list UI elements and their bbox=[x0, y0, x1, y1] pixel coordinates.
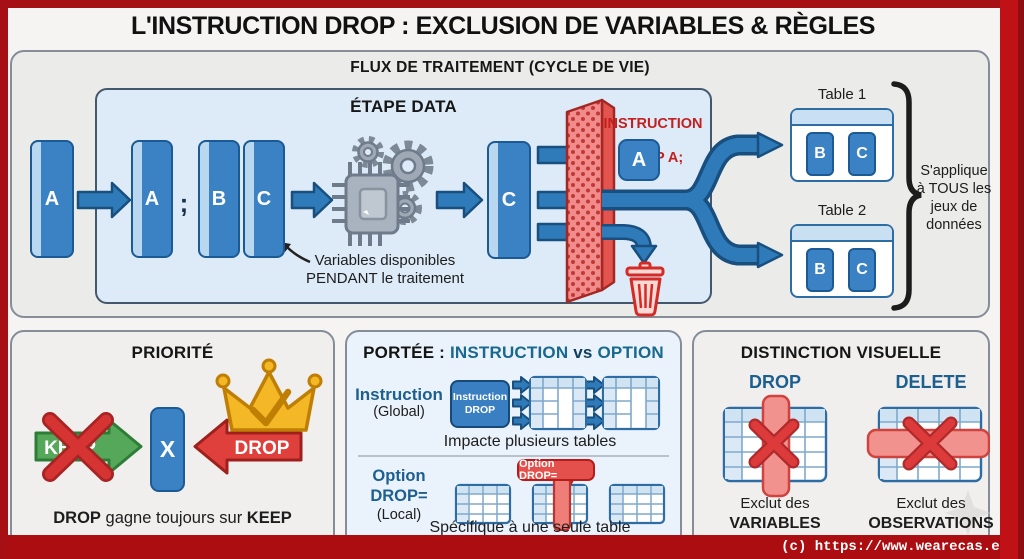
portee-title: PORTÉE : INSTRUCTION vs OPTION bbox=[363, 343, 664, 362]
var-bar-a: A bbox=[131, 140, 173, 258]
portee-row2-caption: Spécifique à une seule table bbox=[429, 519, 631, 536]
option-drop-callout: Option DROP= bbox=[517, 458, 595, 482]
priorite-caption: DROP gagne toujours sur KEEP bbox=[53, 509, 292, 527]
footer-band: (c) https://www.wearecas.eu bbox=[0, 535, 1024, 559]
page-title: L'INSTRUCTION DROP : EXCLUSION DE VARIAB… bbox=[131, 12, 875, 40]
portee-row2-sub: (Local) bbox=[376, 507, 422, 523]
instruction-drop-box: Instruction DROP bbox=[450, 380, 510, 428]
table1: B C bbox=[790, 108, 894, 182]
frame-top bbox=[0, 0, 1024, 8]
distinction-drop-label: DROP bbox=[748, 372, 801, 392]
portee-row1-caption: Impacte plusieurs tables bbox=[443, 433, 617, 450]
frame-right bbox=[1000, 0, 1018, 559]
distinction-delete-label: DELETE bbox=[895, 372, 967, 392]
semicolon-text: ; bbox=[179, 188, 189, 218]
footer-url: (c) https://www.wearecas.eu bbox=[781, 539, 1008, 555]
table2-col-c: C bbox=[848, 248, 876, 292]
table2-label: Table 2 bbox=[817, 202, 867, 219]
flow-annotation: Variables disponibles PENDANT le traitem… bbox=[305, 252, 465, 287]
var-bar-c: C bbox=[243, 140, 285, 258]
table1-label: Table 1 bbox=[817, 86, 867, 103]
table1-col-b: B bbox=[806, 132, 834, 176]
dropped-var-box: A bbox=[618, 139, 660, 181]
portee-row1-sub: (Global) bbox=[373, 404, 425, 420]
frame-left bbox=[0, 0, 8, 559]
distinction-right-caption: Exclut des OBSERVATIONS (Ligne) bbox=[868, 495, 994, 552]
var-bar-c-output: C bbox=[487, 141, 531, 259]
table2-col-b: B bbox=[806, 248, 834, 292]
flow-panel-title: FLUX DE TRAITEMENT (CYCLE DE VIE) bbox=[350, 59, 650, 76]
table-header-strip bbox=[792, 226, 892, 242]
etape-data-title: ÉTAPE DATA bbox=[350, 97, 457, 116]
frame-right-edge bbox=[1018, 0, 1024, 559]
distinction-title: DISTINCTION VISUELLE bbox=[740, 343, 942, 362]
table-header-strip bbox=[792, 110, 892, 126]
table1-col-c: C bbox=[848, 132, 876, 176]
var-bar-a-input: A bbox=[30, 140, 74, 258]
brace-note: S'applique à TOUS les jeux de données bbox=[916, 163, 992, 233]
portee-row2-label: Option DROP= bbox=[370, 467, 428, 505]
var-bar-b: B bbox=[198, 140, 240, 258]
priorite-title: PRIORITÉ bbox=[131, 343, 214, 362]
priorite-x-box: X bbox=[150, 407, 185, 492]
portee-row1-label: Instruction bbox=[355, 385, 443, 404]
table2: B C bbox=[790, 224, 894, 298]
